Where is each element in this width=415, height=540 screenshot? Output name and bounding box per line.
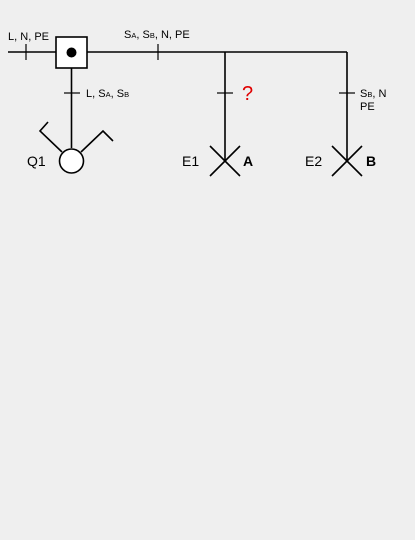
switch-q1-right-arm [80, 129, 114, 153]
bus-sep1: , [136, 29, 142, 41]
bus-label: SA, SB, N, PE [124, 29, 190, 41]
supply-sep2: , [28, 31, 34, 43]
bus-sa-main: S [124, 29, 131, 41]
switch-q1-label: Q1 [27, 153, 46, 169]
switch-q1-circle [58, 148, 85, 174]
supply-label: L, N, PE [8, 31, 49, 43]
supply-n: N [20, 31, 28, 43]
lamp-e2-cable-n: , N [372, 88, 386, 100]
switch-cable-sep: , [111, 88, 117, 100]
lamp-e2-cable-pe: PE [360, 101, 375, 113]
switch-cable-l: L, [86, 88, 98, 100]
switch-cable-sb-main: S [117, 88, 124, 100]
supply-l: L [8, 31, 14, 43]
lamp-e2-cross-b [331, 145, 363, 177]
supply-sep1: , [14, 31, 20, 43]
switch-cable-sa-sub: A [106, 90, 111, 99]
supply-pe: PE [34, 31, 49, 43]
switch-q1-left-arm [38, 121, 63, 153]
lamp-e1-cross-b [209, 145, 241, 177]
lamp-e1-terminal: A [243, 153, 253, 169]
bus-sa-sub: A [131, 31, 136, 40]
unknown-cable-marker: ? [242, 83, 253, 105]
bus-sep2: , N, PE [155, 29, 190, 41]
switch-cable-label: L, SA, SB [86, 88, 129, 100]
lamp-e2-label: E2 [305, 153, 322, 169]
junction-box-dot [66, 47, 77, 58]
lamp-e2-terminal: B [366, 153, 376, 169]
lamp-e2-cable-sb-sub: B [367, 90, 372, 99]
lamp-e1-label: E1 [182, 153, 199, 169]
bus-sb-sub: B [150, 31, 155, 40]
lamp-e2-cable-sb-main: S [360, 88, 367, 100]
bus-sb-main: S [142, 29, 149, 41]
lamp-e2-cable-label: SB, N [360, 88, 386, 100]
switch-cable-sa-main: S [98, 88, 105, 100]
switch-cable-sb-sub: B [124, 90, 129, 99]
